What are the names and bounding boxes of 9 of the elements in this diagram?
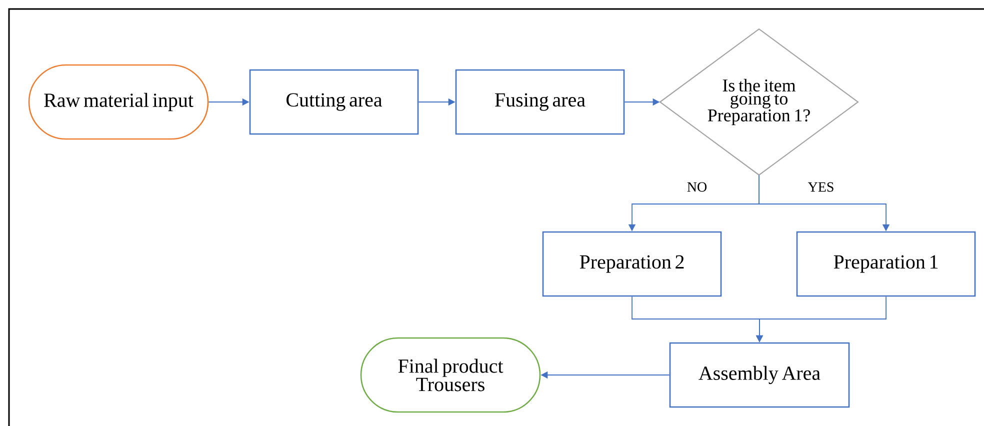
start-terminal: Raw material input: [28, 64, 209, 140]
edge-label: NO: [686, 181, 708, 193]
edge-label: YES: [806, 181, 836, 193]
process-box: Preparation 1: [796, 231, 976, 297]
process-box: Preparation 2: [542, 231, 722, 297]
process-box: Assembly Area: [669, 342, 850, 408]
process-box: Fusing area: [455, 69, 625, 135]
end-terminal: Final product Trousers: [360, 337, 541, 413]
process-box: Cutting area: [249, 69, 419, 135]
